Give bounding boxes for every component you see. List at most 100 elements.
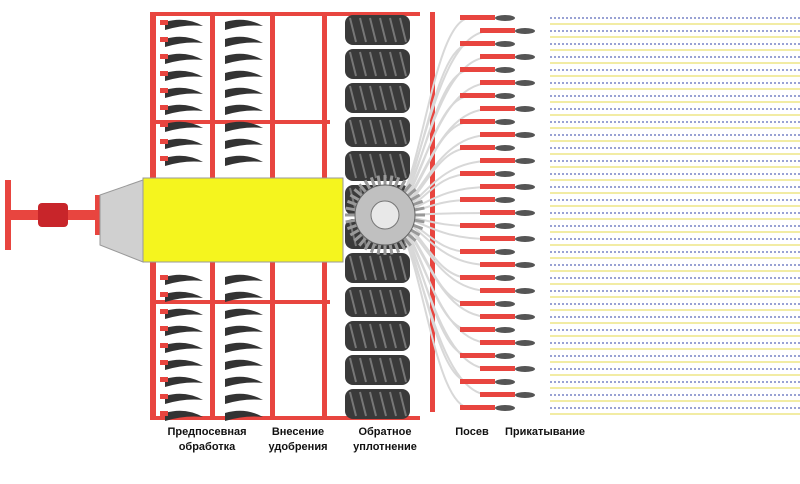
- tillage-disc: [225, 325, 263, 336]
- tillage-disc: [165, 342, 203, 353]
- tillage-disc: [225, 393, 263, 404]
- tillage-disc: [165, 19, 203, 30]
- tire-tread: [389, 255, 397, 281]
- tire-tread: [369, 255, 377, 281]
- tire-tread: [379, 255, 387, 281]
- coulter-arm: [460, 119, 495, 124]
- distributor-outlet: [388, 244, 394, 255]
- seed-coulters: [460, 15, 535, 411]
- coulter-arm: [480, 54, 515, 59]
- tire-tread: [369, 119, 377, 145]
- coulter-arm: [480, 366, 515, 371]
- tillage-disc: [165, 376, 203, 387]
- coulter-arm: [480, 106, 515, 111]
- disc-arm: [160, 411, 168, 416]
- distributor-outlet: [393, 176, 401, 188]
- distributor-outlet: [363, 240, 372, 251]
- tillage-disc: [165, 87, 203, 98]
- tire-tread: [349, 357, 357, 383]
- press-wheel: [495, 41, 515, 47]
- tire-tread: [369, 391, 377, 417]
- tire-tread: [359, 153, 367, 179]
- hopper: [142, 177, 344, 263]
- tire-tread: [359, 255, 367, 281]
- press-wheel: [495, 171, 515, 177]
- distributor-outlet: [414, 206, 425, 212]
- tillage-disc: [225, 376, 263, 387]
- tire-tread: [359, 391, 367, 417]
- press-wheel: [515, 132, 535, 138]
- tillage-disc: [225, 274, 263, 285]
- tire-tread: [349, 187, 357, 213]
- tillage-disc: [225, 155, 263, 166]
- packer-tires: [345, 15, 410, 419]
- distributor-outlet: [369, 242, 377, 254]
- tire-tread: [389, 17, 397, 43]
- tillage-disc: [225, 104, 263, 115]
- distributor-outlet: [407, 233, 417, 242]
- frame-beam: [150, 12, 420, 16]
- distributor-outlet: [410, 193, 421, 202]
- coulter-arm: [480, 314, 515, 319]
- label-sowing: Посев: [455, 426, 489, 438]
- tillage-disc: [225, 53, 263, 64]
- tire-tread: [359, 17, 367, 43]
- coulter-arm: [460, 275, 495, 280]
- tillage-disc: [165, 155, 203, 166]
- tillage-disc: [165, 410, 203, 421]
- press-wheel: [515, 80, 535, 86]
- press-wheel: [495, 379, 515, 385]
- tillage-disc: [165, 36, 203, 47]
- press-wheel: [495, 405, 515, 411]
- distributor-outlet: [358, 183, 367, 193]
- distributor-outlet: [358, 237, 367, 247]
- distributor-outlet: [403, 237, 412, 247]
- coulter-arm: [480, 392, 515, 397]
- tire-tread: [379, 119, 387, 145]
- distributor-outlet: [369, 176, 377, 188]
- tillage-disc: [165, 53, 203, 64]
- disc-arm: [160, 275, 168, 280]
- coulter-arm: [460, 67, 495, 72]
- tire-tread: [349, 153, 357, 179]
- distributor-outlet: [388, 175, 394, 186]
- press-wheel: [515, 236, 535, 242]
- tire-tread: [379, 51, 387, 77]
- disc-arm: [160, 326, 168, 331]
- press-wheel: [495, 67, 515, 73]
- distributor-outlet: [393, 242, 401, 254]
- distributor-outlet: [345, 218, 356, 224]
- coulter-arm: [480, 210, 515, 215]
- press-wheel: [495, 197, 515, 203]
- coulter-arm: [480, 288, 515, 293]
- tillage-disc: [165, 291, 203, 302]
- label-tillage: Предпосевная обработка: [167, 426, 247, 453]
- tire-tread: [389, 391, 397, 417]
- disc-arm: [160, 88, 168, 93]
- coulter-arm: [480, 340, 515, 345]
- tillage-disc: [165, 70, 203, 81]
- press-wheel: [495, 327, 515, 333]
- tire-tread: [399, 289, 407, 315]
- distributor-outlet: [346, 199, 358, 207]
- disc-arm: [160, 54, 168, 59]
- frame-beam: [150, 416, 420, 420]
- press-wheel: [515, 262, 535, 268]
- coulter-arm: [480, 236, 515, 241]
- tillage-disc: [225, 70, 263, 81]
- tire-tread: [349, 323, 357, 349]
- distributor-outlet: [349, 228, 360, 237]
- tire-tread: [369, 153, 377, 179]
- tillage-disc: [225, 87, 263, 98]
- tire-tread: [369, 85, 377, 111]
- distributor-head: [354, 184, 416, 246]
- tire-tread: [359, 119, 367, 145]
- coulter-arm: [480, 28, 515, 33]
- tire-tread: [379, 85, 387, 111]
- disc-arm: [160, 394, 168, 399]
- coulter-arm: [460, 223, 495, 228]
- press-wheel: [515, 340, 535, 346]
- disc-arm: [160, 71, 168, 76]
- tillage-disc: [225, 308, 263, 319]
